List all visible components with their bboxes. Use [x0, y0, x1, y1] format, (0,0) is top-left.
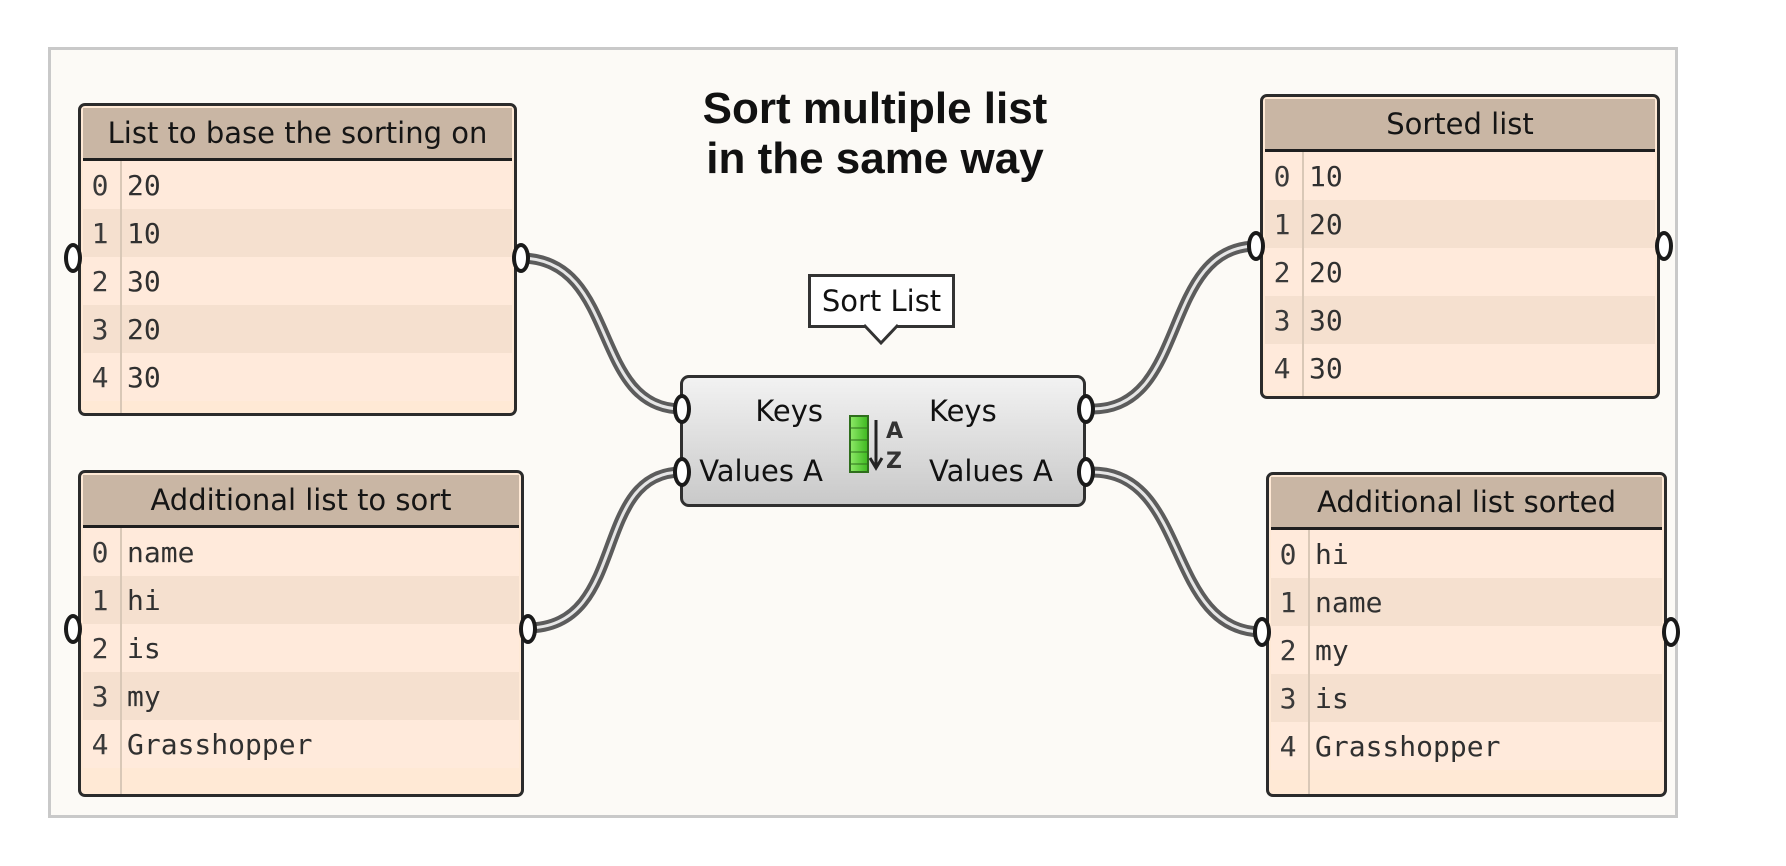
- item-value: name: [1315, 585, 1383, 619]
- panel-additional-list-sorted[interactable]: Additional list sorted 0 hi 1 name 2 my 3 is…: [1266, 472, 1667, 797]
- item-index: 2: [1273, 255, 1291, 289]
- panel-keys-input[interactable]: List to base the sorting on 0 20 1 10 2 3 0 …: [78, 103, 517, 416]
- list-item: 3 is: [1271, 674, 1662, 722]
- list-item: 2 is: [83, 624, 519, 672]
- list-item: 3 my: [83, 672, 519, 720]
- output-port-keys[interactable]: Keys: [929, 394, 997, 428]
- list-item: 0 10: [1265, 152, 1655, 200]
- input-grip[interactable]: [1247, 231, 1265, 261]
- sort-az-icon: A Z: [849, 415, 903, 474]
- item-index: 4: [1279, 729, 1297, 763]
- item-value: hi: [127, 583, 161, 617]
- item-value: 10: [1309, 159, 1343, 193]
- item-index: 2: [1279, 633, 1297, 667]
- list-item: 4 30: [1265, 344, 1655, 392]
- list-item: 1 hi: [83, 576, 519, 624]
- output-grip-values-a[interactable]: [1077, 457, 1095, 487]
- item-index: 4: [91, 360, 109, 394]
- item-value: 30: [1309, 351, 1343, 385]
- component-tooltip: Sort List: [808, 274, 955, 328]
- list-item: 1 20: [1265, 200, 1655, 248]
- item-value: 30: [1309, 303, 1343, 337]
- output-grip[interactable]: [512, 243, 530, 273]
- item-index: 3: [1279, 681, 1297, 715]
- input-port-keys[interactable]: Keys: [755, 394, 823, 428]
- item-value: Grasshopper: [1315, 729, 1501, 763]
- item-index: 0: [1279, 537, 1297, 571]
- item-value: 20: [127, 312, 161, 346]
- item-value: hi: [1315, 537, 1349, 571]
- list-item: 4 Grasshopper: [83, 720, 519, 768]
- panel-title: Additional list to sort: [83, 475, 519, 528]
- item-value: 30: [127, 360, 161, 394]
- item-value: Grasshopper: [127, 727, 313, 761]
- svg-text:Z: Z: [886, 449, 902, 474]
- list-item: 0 hi: [1271, 530, 1662, 578]
- item-index: 0: [91, 535, 109, 569]
- item-index: 2: [91, 264, 109, 298]
- item-value: name: [127, 535, 195, 569]
- item-value: 10: [127, 216, 161, 250]
- item-value: is: [127, 631, 161, 665]
- item-index: 2: [91, 631, 109, 665]
- tooltip-tail: [864, 323, 898, 346]
- list-item: 4 30: [83, 353, 512, 401]
- item-value: my: [127, 679, 161, 713]
- item-index: 1: [1279, 585, 1297, 619]
- input-grip[interactable]: [64, 614, 82, 644]
- item-index: 0: [91, 168, 109, 202]
- output-grip-keys[interactable]: [1077, 394, 1095, 424]
- output-grip[interactable]: [519, 614, 537, 644]
- panel-title: Sorted list: [1265, 99, 1655, 152]
- item-value: 30: [127, 264, 161, 298]
- item-index: 1: [91, 216, 109, 250]
- item-index: 3: [1273, 303, 1291, 337]
- list-item: 2 30: [83, 257, 512, 305]
- list-item: 1 10: [83, 209, 512, 257]
- item-value: 20: [127, 168, 161, 202]
- diagram-title: Sort multiple list in the same way: [660, 84, 1090, 184]
- item-value: my: [1315, 633, 1349, 667]
- list-item: 4 Grasshopper: [1271, 722, 1662, 770]
- title-line-1: Sort multiple list: [702, 84, 1048, 133]
- item-index: 4: [1273, 351, 1291, 385]
- input-grip-keys[interactable]: [673, 394, 691, 424]
- item-value: 20: [1309, 255, 1343, 289]
- panel-title: Additional list sorted: [1271, 477, 1662, 530]
- list-item: 3 30: [1265, 296, 1655, 344]
- svg-text:A: A: [886, 419, 903, 444]
- input-grip[interactable]: [64, 243, 82, 273]
- sort-list-component[interactable]: Keys Values A Keys Values A A Z: [680, 375, 1086, 507]
- list-item: 0 20: [83, 161, 512, 209]
- item-index: 3: [91, 312, 109, 346]
- output-grip[interactable]: [1662, 617, 1680, 647]
- input-grip-values-a[interactable]: [673, 457, 691, 487]
- list-item: 2 my: [1271, 626, 1662, 674]
- list-item: 2 20: [1265, 248, 1655, 296]
- item-value: is: [1315, 681, 1349, 715]
- output-grip[interactable]: [1655, 231, 1673, 261]
- item-index: 0: [1273, 159, 1291, 193]
- list-item: 3 20: [83, 305, 512, 353]
- panel-sorted-list[interactable]: Sorted list 0 10 1 20 2 20 3 30 4 30: [1260, 94, 1660, 399]
- output-port-values-a[interactable]: Values A: [929, 454, 1053, 488]
- item-index: 3: [91, 679, 109, 713]
- item-index: 4: [91, 727, 109, 761]
- list-item: 0 name: [83, 528, 519, 576]
- input-port-values-a[interactable]: Values A: [699, 454, 823, 488]
- title-line-2: in the same way: [706, 134, 1044, 183]
- item-value: 20: [1309, 207, 1343, 241]
- panel-title: List to base the sorting on: [83, 108, 512, 161]
- list-item: 1 name: [1271, 578, 1662, 626]
- input-grip[interactable]: [1253, 617, 1271, 647]
- item-index: 1: [1273, 207, 1291, 241]
- item-index: 1: [91, 583, 109, 617]
